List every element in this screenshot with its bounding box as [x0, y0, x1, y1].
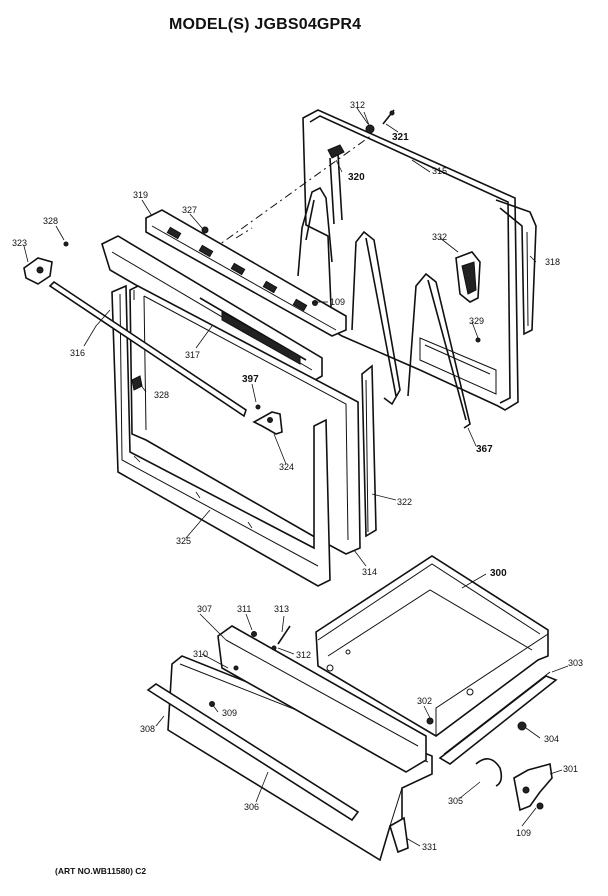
part-label-320: 320 — [348, 172, 365, 183]
part-label-317: 317 — [185, 350, 200, 360]
part-label-328-mid: 328 — [154, 390, 169, 400]
part-label-305: 305 — [448, 796, 463, 806]
door-side-rail — [361, 364, 377, 538]
screw-312-icon — [363, 111, 375, 134]
part-label-306: 306 — [244, 802, 259, 812]
part-label-397: 397 — [242, 374, 259, 385]
screw-109-icon — [312, 300, 318, 306]
leader-lines — [23, 107, 569, 847]
part-label-327: 327 — [182, 205, 197, 215]
screw-328-icon — [63, 241, 69, 247]
side-bracket — [23, 257, 53, 285]
part-label-331: 331 — [422, 842, 437, 852]
part-label-323: 323 — [12, 238, 27, 248]
part-label-321: 321 — [392, 132, 409, 143]
part-label-311: 311 — [237, 604, 251, 614]
part-label-328-top: 328 — [43, 216, 58, 226]
screw-312b-icon — [271, 645, 277, 651]
alignment-line — [211, 134, 373, 251]
part-label-109-bottom: 109 — [516, 828, 531, 838]
part-label-308: 308 — [140, 724, 155, 734]
part-label-324: 324 — [279, 462, 294, 472]
screw-109b-icon — [536, 802, 544, 810]
part-label-319: 319 — [133, 190, 148, 200]
hinge-plate — [252, 411, 283, 435]
part-label-314: 314 — [362, 567, 377, 577]
part-label-304: 304 — [544, 734, 559, 744]
screw-327-icon — [201, 226, 209, 234]
part-label-318: 318 — [545, 257, 560, 267]
part-label-312: 312 — [350, 100, 365, 110]
part-label-329: 329 — [469, 316, 484, 326]
part-label-309: 309 — [222, 708, 237, 718]
door-gasket-strip — [495, 199, 537, 336]
part-label-325: 325 — [176, 536, 191, 546]
part-label-300: 300 — [490, 568, 507, 579]
screw-302-icon — [426, 717, 434, 725]
part-label-315: 315 — [432, 166, 447, 176]
part-label-301: 301 — [563, 764, 578, 774]
screw-397-icon — [255, 404, 261, 410]
part-label-313: 313 — [274, 604, 289, 614]
door-handle-rod — [48, 280, 247, 418]
part-label-316: 316 — [70, 348, 85, 358]
part-label-302: 302 — [417, 696, 432, 706]
screw-329-icon — [475, 337, 481, 343]
door-top-trim — [145, 209, 347, 337]
door-outer-frame — [111, 284, 331, 587]
part-label-109-top: 109 — [330, 297, 345, 307]
drawer-handle — [146, 683, 360, 822]
part-label-332: 332 — [432, 232, 447, 242]
part-label-322: 322 — [397, 497, 412, 507]
door-inner-panel — [302, 109, 519, 411]
drawer-rail — [438, 671, 558, 765]
screw-311-icon — [251, 631, 257, 637]
oven-rack-hook-middle — [351, 230, 401, 406]
door-glass-panel — [129, 285, 361, 555]
oven-rack-hook-left — [297, 186, 333, 277]
panel-bracket — [455, 251, 481, 303]
diagram-title: MODEL(S) JGBS04GPR4 — [169, 16, 362, 33]
part-label-307: 307 — [197, 604, 212, 614]
screw-304-icon — [517, 721, 527, 731]
drawer-inner-panel — [217, 625, 427, 773]
part-label-310: 310 — [193, 649, 208, 659]
storage-drawer-body — [315, 555, 549, 737]
part-label-303: 303 — [568, 658, 583, 668]
oven-rack-hook-right — [407, 272, 471, 429]
art-number: (ART NO.WB11580) C2 — [55, 866, 147, 876]
screw-313-icon — [277, 625, 291, 645]
drawer-end-cap — [389, 816, 409, 854]
part-label-312-lower: 312 — [296, 650, 311, 660]
screw-321-icon — [382, 109, 395, 125]
retaining-clip — [475, 758, 503, 787]
drawer-bracket — [513, 762, 553, 812]
part-label-367: 367 — [476, 444, 493, 455]
